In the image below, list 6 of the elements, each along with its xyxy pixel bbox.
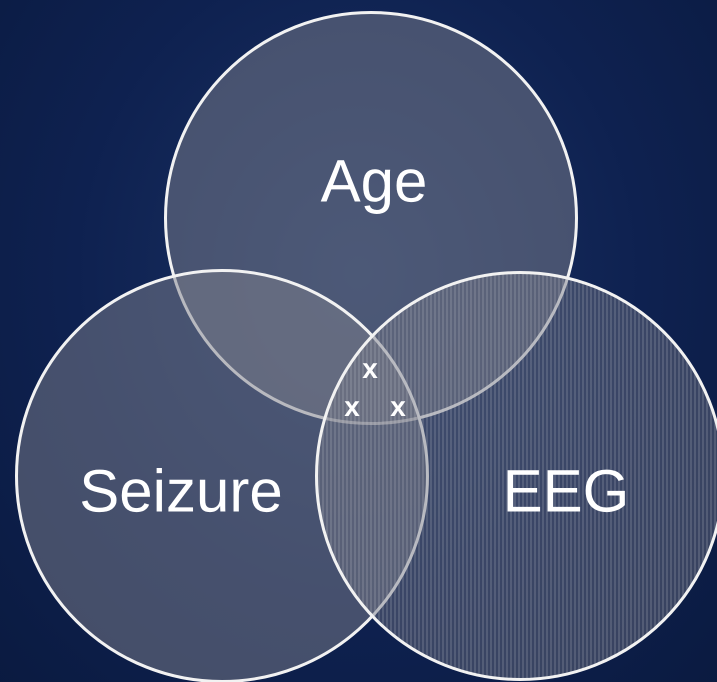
circle-label: EEG: [502, 456, 630, 526]
intersection-mark: x: [390, 391, 406, 423]
intersection-mark: x: [362, 353, 378, 385]
intersection-mark: x: [344, 391, 360, 423]
circle-label: Age: [320, 146, 428, 216]
circle-label: Seizure: [79, 456, 283, 526]
